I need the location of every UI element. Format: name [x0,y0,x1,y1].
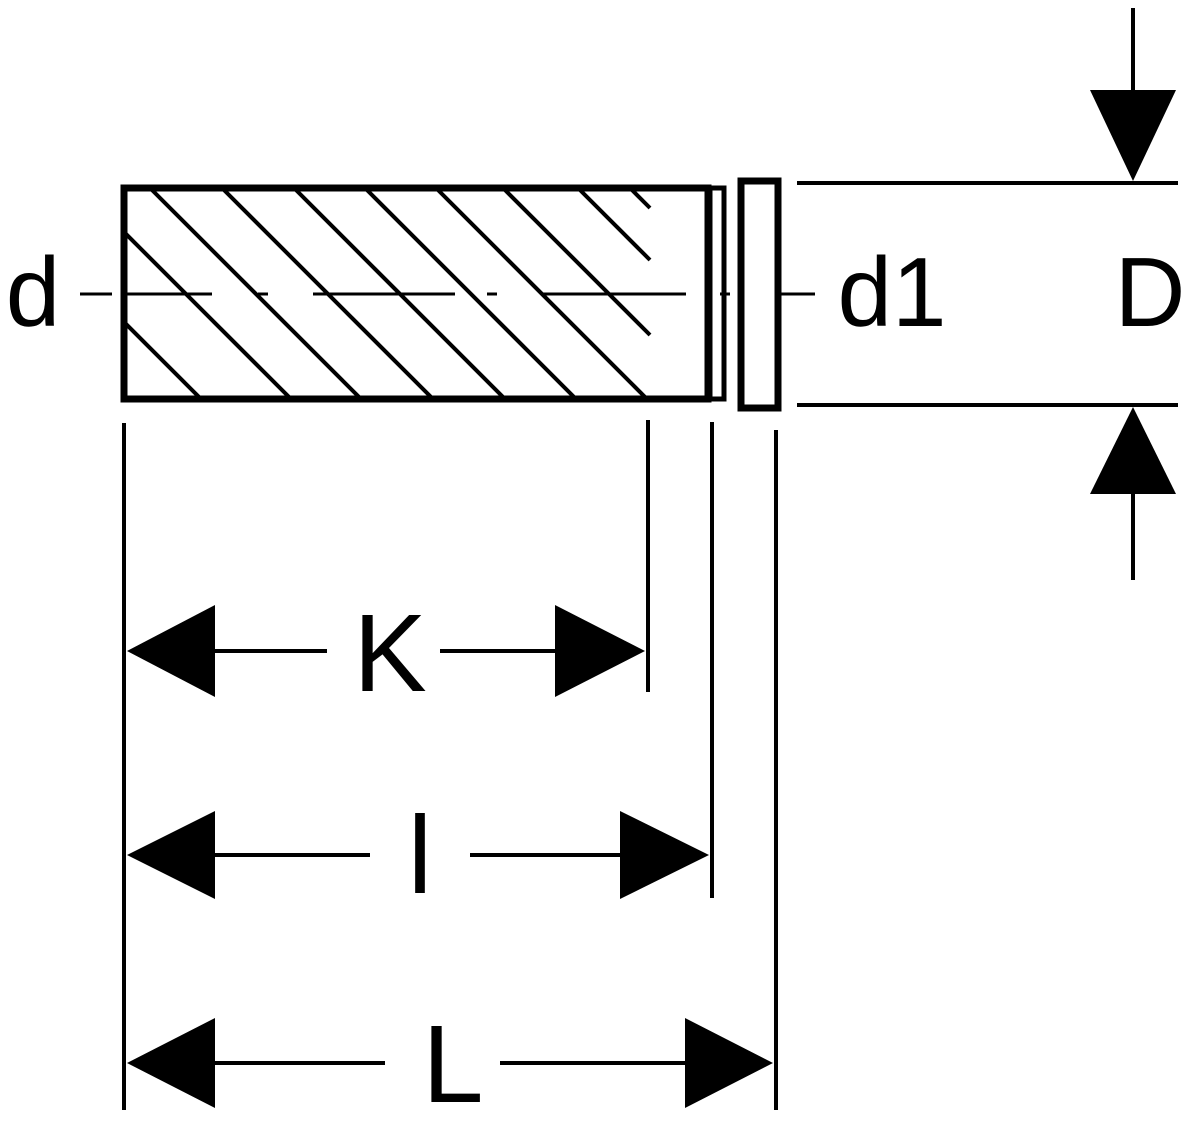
label-l-large: L [422,1003,483,1126]
dimension-k [127,605,645,697]
dimension-l-small [127,811,709,899]
dimension-d-outer [1090,8,1176,580]
dimension-l-large [127,1018,773,1108]
arrowhead-up-icon [1090,407,1176,494]
arrowhead-down-icon [1090,90,1176,181]
arrowhead-right-icon [620,811,709,899]
label-outer-diameter: D [1115,237,1186,347]
arrowhead-left-icon [127,811,215,899]
arrowhead-right-icon [555,605,645,697]
label-d1: d1 [837,237,946,347]
label-k: K [353,592,426,715]
arrowhead-left-icon [127,605,215,697]
extension-lines [122,181,1178,1110]
socket-collar [737,177,782,412]
label-l-small: l [408,794,432,917]
hatch-lines [124,188,652,399]
label-d: d [6,237,61,347]
arrowhead-left-icon [127,1018,215,1108]
arrowhead-right-icon [685,1018,773,1108]
